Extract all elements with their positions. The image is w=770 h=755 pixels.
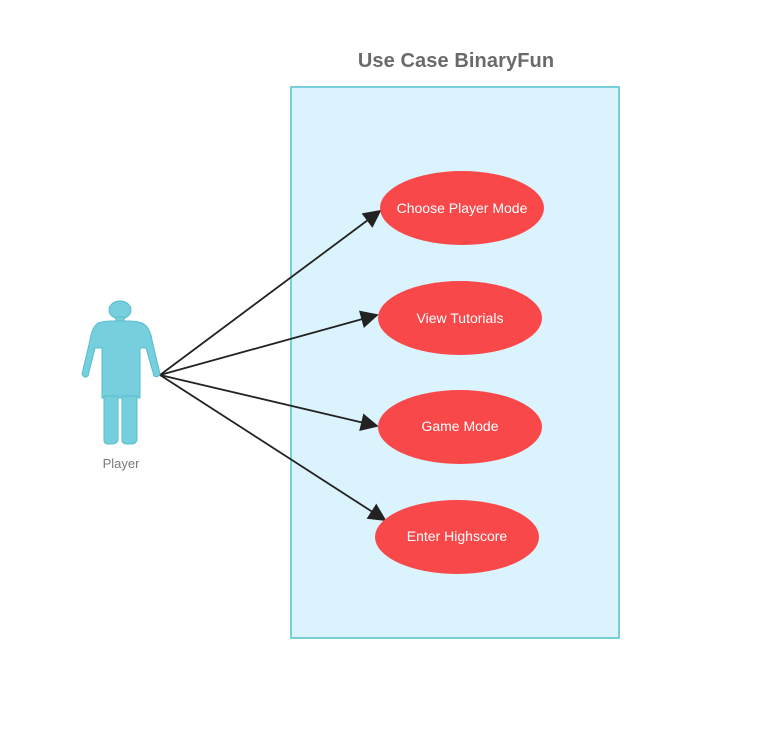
- use-case-ellipse: [378, 390, 542, 464]
- use-case-view-tutorials[interactable]: View Tutorials: [378, 281, 542, 355]
- actor-label: Player: [103, 456, 141, 471]
- diagram-title: Use Case BinaryFun: [357, 50, 555, 72]
- stick-figure-icon: [81, 300, 161, 445]
- use-case-label: Choose Player Mode: [397, 200, 528, 216]
- use-case-choose-player-mode[interactable]: Choose Player Mode: [380, 171, 544, 245]
- use-case-ellipse: [378, 281, 542, 355]
- association-game-mode: [159, 374, 379, 432]
- actor-player[interactable]: Player: [81, 300, 161, 471]
- use-case-game-mode[interactable]: Game Mode: [378, 390, 542, 464]
- use-case-label: View Tutorials: [417, 310, 504, 326]
- association-choose-player-mode: [159, 209, 382, 376]
- use-case-ellipse: [375, 500, 539, 574]
- use-case-ellipse: [380, 171, 544, 245]
- associations: [159, 209, 387, 521]
- association-view-tutorials: [159, 310, 379, 376]
- use-case-enter-highscore[interactable]: Enter Highscore: [375, 500, 539, 574]
- association-enter-highscore: [159, 374, 387, 521]
- use-case-label: Game Mode: [421, 418, 498, 434]
- use-case-label: Enter Highscore: [407, 528, 508, 544]
